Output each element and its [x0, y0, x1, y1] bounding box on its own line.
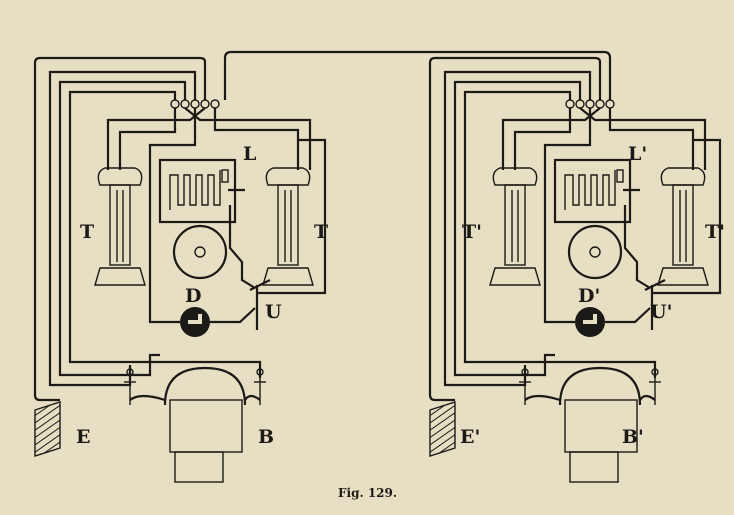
label-telephone-left-1: T: [80, 221, 94, 243]
label-inductor-1: L: [243, 143, 256, 165]
figure-caption: Fig. 129.: [338, 486, 397, 500]
line-wire: [223, 50, 612, 100]
label-telephone-right-2: T': [705, 221, 725, 243]
label-inductor-2: L': [628, 143, 647, 165]
station-1: [33, 56, 327, 484]
label-telephone-left-2: T': [462, 221, 482, 243]
label-battery-2: B': [622, 426, 644, 448]
label-earth-1: E: [76, 426, 90, 448]
label-switch-1: U: [265, 301, 282, 323]
label-telephone-right-1: T: [314, 221, 328, 243]
label-detector-2: D': [578, 285, 600, 307]
label-earth-2: E': [460, 426, 480, 448]
label-battery-1: B: [258, 426, 274, 448]
label-detector-1: D: [185, 285, 201, 307]
station-2: [428, 56, 722, 484]
label-switch-2: U': [650, 301, 672, 323]
